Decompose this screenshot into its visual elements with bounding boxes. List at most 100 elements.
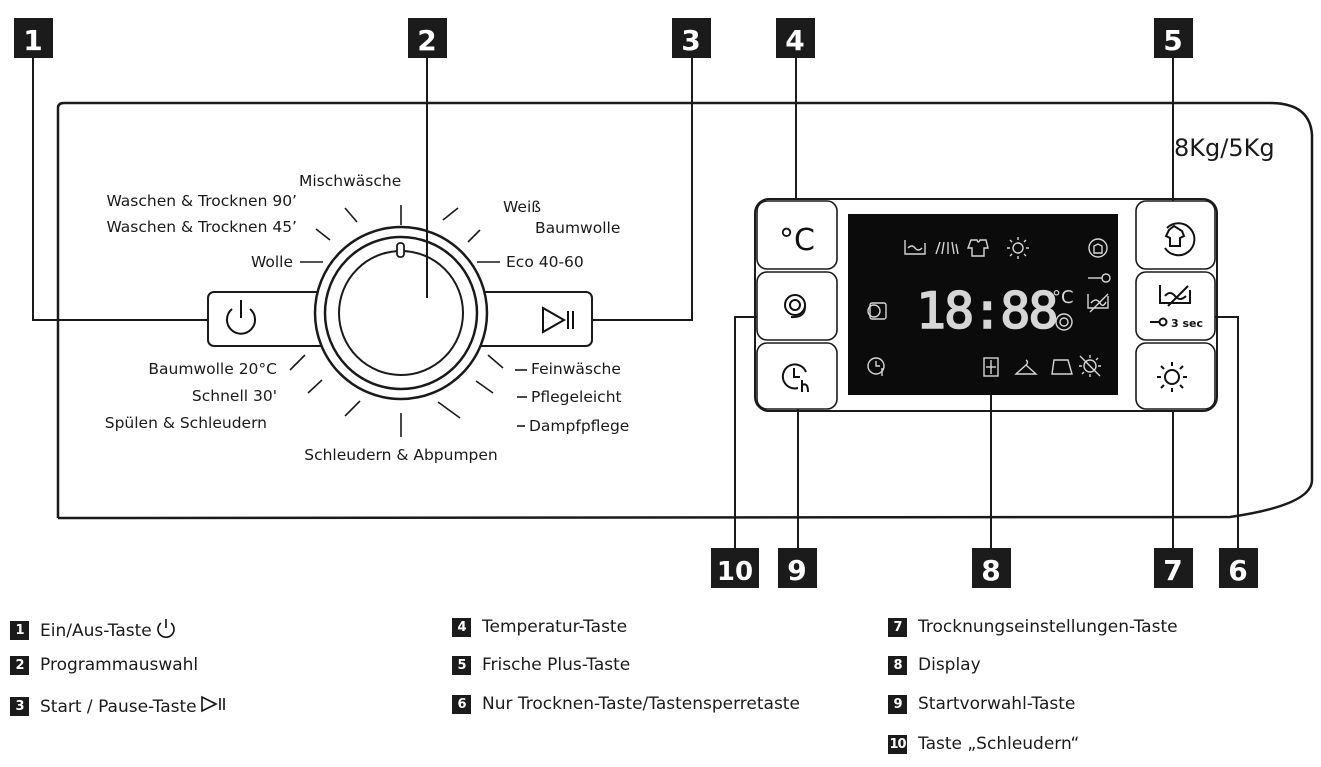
delay-start-button[interactable] [756,342,838,410]
door-lock-icon [983,357,999,377]
power-button[interactable] [226,300,256,335]
tub-icon [867,302,887,320]
legend-item-7: 7 Trocknungseinstellungen-Taste [888,617,1178,637]
display: 18:88 °C [848,214,1118,395]
program-mischwaesche: Mischwäsche [299,172,401,190]
dry-only-icon [1159,285,1191,307]
iron-icon [1051,359,1073,375]
spin-tshirt-icon [966,239,989,257]
start-pause-icon [542,306,574,334]
legend-text: Frische Plus-Taste [482,655,631,675]
svg-text:10: 10 [717,557,753,587]
wash-icon [904,240,926,255]
leader-lines [32,58,1239,548]
legend-text: Display [918,655,981,675]
sun-icon [1157,362,1187,392]
legend-text: Temperatur-Taste [482,617,628,637]
legend-text: Nur Trocknen-Taste/Tastensperretaste [482,694,800,714]
legend-num: 10 [888,734,907,754]
display-temp-unit: °C [1052,287,1074,308]
callout-1: 1 [14,18,53,58]
program-schnell-30: Schnell 30' [192,387,277,405]
temperature-button-label: °C [779,223,815,258]
callout-6: 6 [1219,548,1258,588]
panel-outline [56,101,1314,520]
callout-8: 8 [972,548,1011,588]
legend-num: 6 [452,694,471,714]
svg-text:3: 3 [681,24,700,57]
program-waschen-trocknen-45: Waschen & Trocknen 45’ [106,218,297,236]
svg-text:8: 8 [981,554,1000,587]
svg-text:5: 5 [1163,24,1182,57]
delay-display-icon [867,357,885,376]
callout-7: 7 [1154,548,1193,588]
dry-level-icon [1079,355,1101,377]
program-eco: Eco 40-60 [506,253,584,271]
callout-2: 2 [408,18,447,58]
legend-item-3: 3 Start / Pause-Taste [10,694,230,719]
svg-text:4: 4 [785,24,804,57]
program-spuelen: Spülen & Schleudern [105,414,267,432]
callout-4: 4 [776,18,815,58]
callout-10: 10 [711,548,759,588]
callout-9: 9 [778,548,817,588]
legend-text: Programmauswahl [40,655,199,675]
start-pause-icon [200,694,230,719]
spin-icon [784,294,807,319]
dry-only-display-icon [1087,293,1109,313]
legend-num: 3 [10,697,29,716]
callout-3: 3 [672,18,711,58]
spin-button[interactable] [756,271,838,341]
legend-text: Start / Pause-Taste [40,696,197,717]
legend-item-1: 1 Ein/Aus-Taste [10,617,177,644]
program-pflegeleicht: Pflegeleicht [531,388,622,406]
temperature-button[interactable]: °C [756,200,838,270]
svg-text:9: 9 [787,554,806,587]
callout-5: 5 [1154,18,1193,58]
legend-item-10: 10 Taste „Schleudern“ [888,734,1079,754]
legend-num: 8 [888,655,907,675]
legend-num: 2 [10,655,29,675]
legend-text: Startvorwahl-Taste [918,694,1076,714]
start-pause-button[interactable] [542,306,574,334]
fresh-plus-display-icon [1088,238,1108,258]
key-display-icon [1088,273,1111,283]
program-dial[interactable] [313,225,489,401]
svg-text:7: 7 [1163,554,1182,587]
legend-text: Taste „Schleudern“ [918,734,1080,754]
power-icon [226,300,256,335]
display-time: 18:88 [916,282,1057,340]
capacity-label: 8Kg/5Kg [1174,134,1275,162]
program-baumwolle: Baumwolle [535,219,620,237]
legend-text: Trocknungseinstellungen-Taste [918,617,1178,637]
spin-display-icon [1055,313,1073,331]
program-waschen-trocknen-90: Waschen & Trocknen 90’ [106,192,297,210]
program-schleudern-abpumpen: Schleudern & Abpumpen [304,446,498,464]
program-baumwolle-20: Baumwolle 20°C [148,360,277,378]
legend-num: 1 [10,621,29,640]
dial-pointer [396,242,405,258]
fresh-plus-button[interactable] [1135,200,1216,270]
drying-settings-button[interactable] [1135,342,1216,410]
legend-num: 9 [888,694,907,714]
legend-num: 5 [452,655,471,675]
hanger-icon [1014,359,1038,375]
program-feinwaesche: Feinwäsche [531,360,621,378]
program-weiss: Weiß [503,198,541,216]
program-wolle: Wolle [251,253,293,271]
legend-item-8: 8 Display [888,655,981,675]
dry-only-keylock-button[interactable]: 3 sec [1135,271,1216,341]
svg-text:6: 6 [1228,554,1247,587]
key-icon [1150,317,1168,327]
shirt-refresh-icon [1164,222,1196,257]
rinse-icon [935,241,959,255]
legend-item-5: 5 Frische Plus-Taste [452,655,630,675]
program-dampfpflege: Dampfpflege [529,417,629,435]
legend-text: Ein/Aus-Taste [40,620,152,641]
legend-item-9: 9 Startvorwahl-Taste [888,694,1075,714]
legend-num: 4 [452,617,471,637]
delay-timer-icon [781,363,809,393]
legend-item-4: 4 Temperatur-Taste [452,617,627,637]
svg-text:1: 1 [23,24,42,57]
